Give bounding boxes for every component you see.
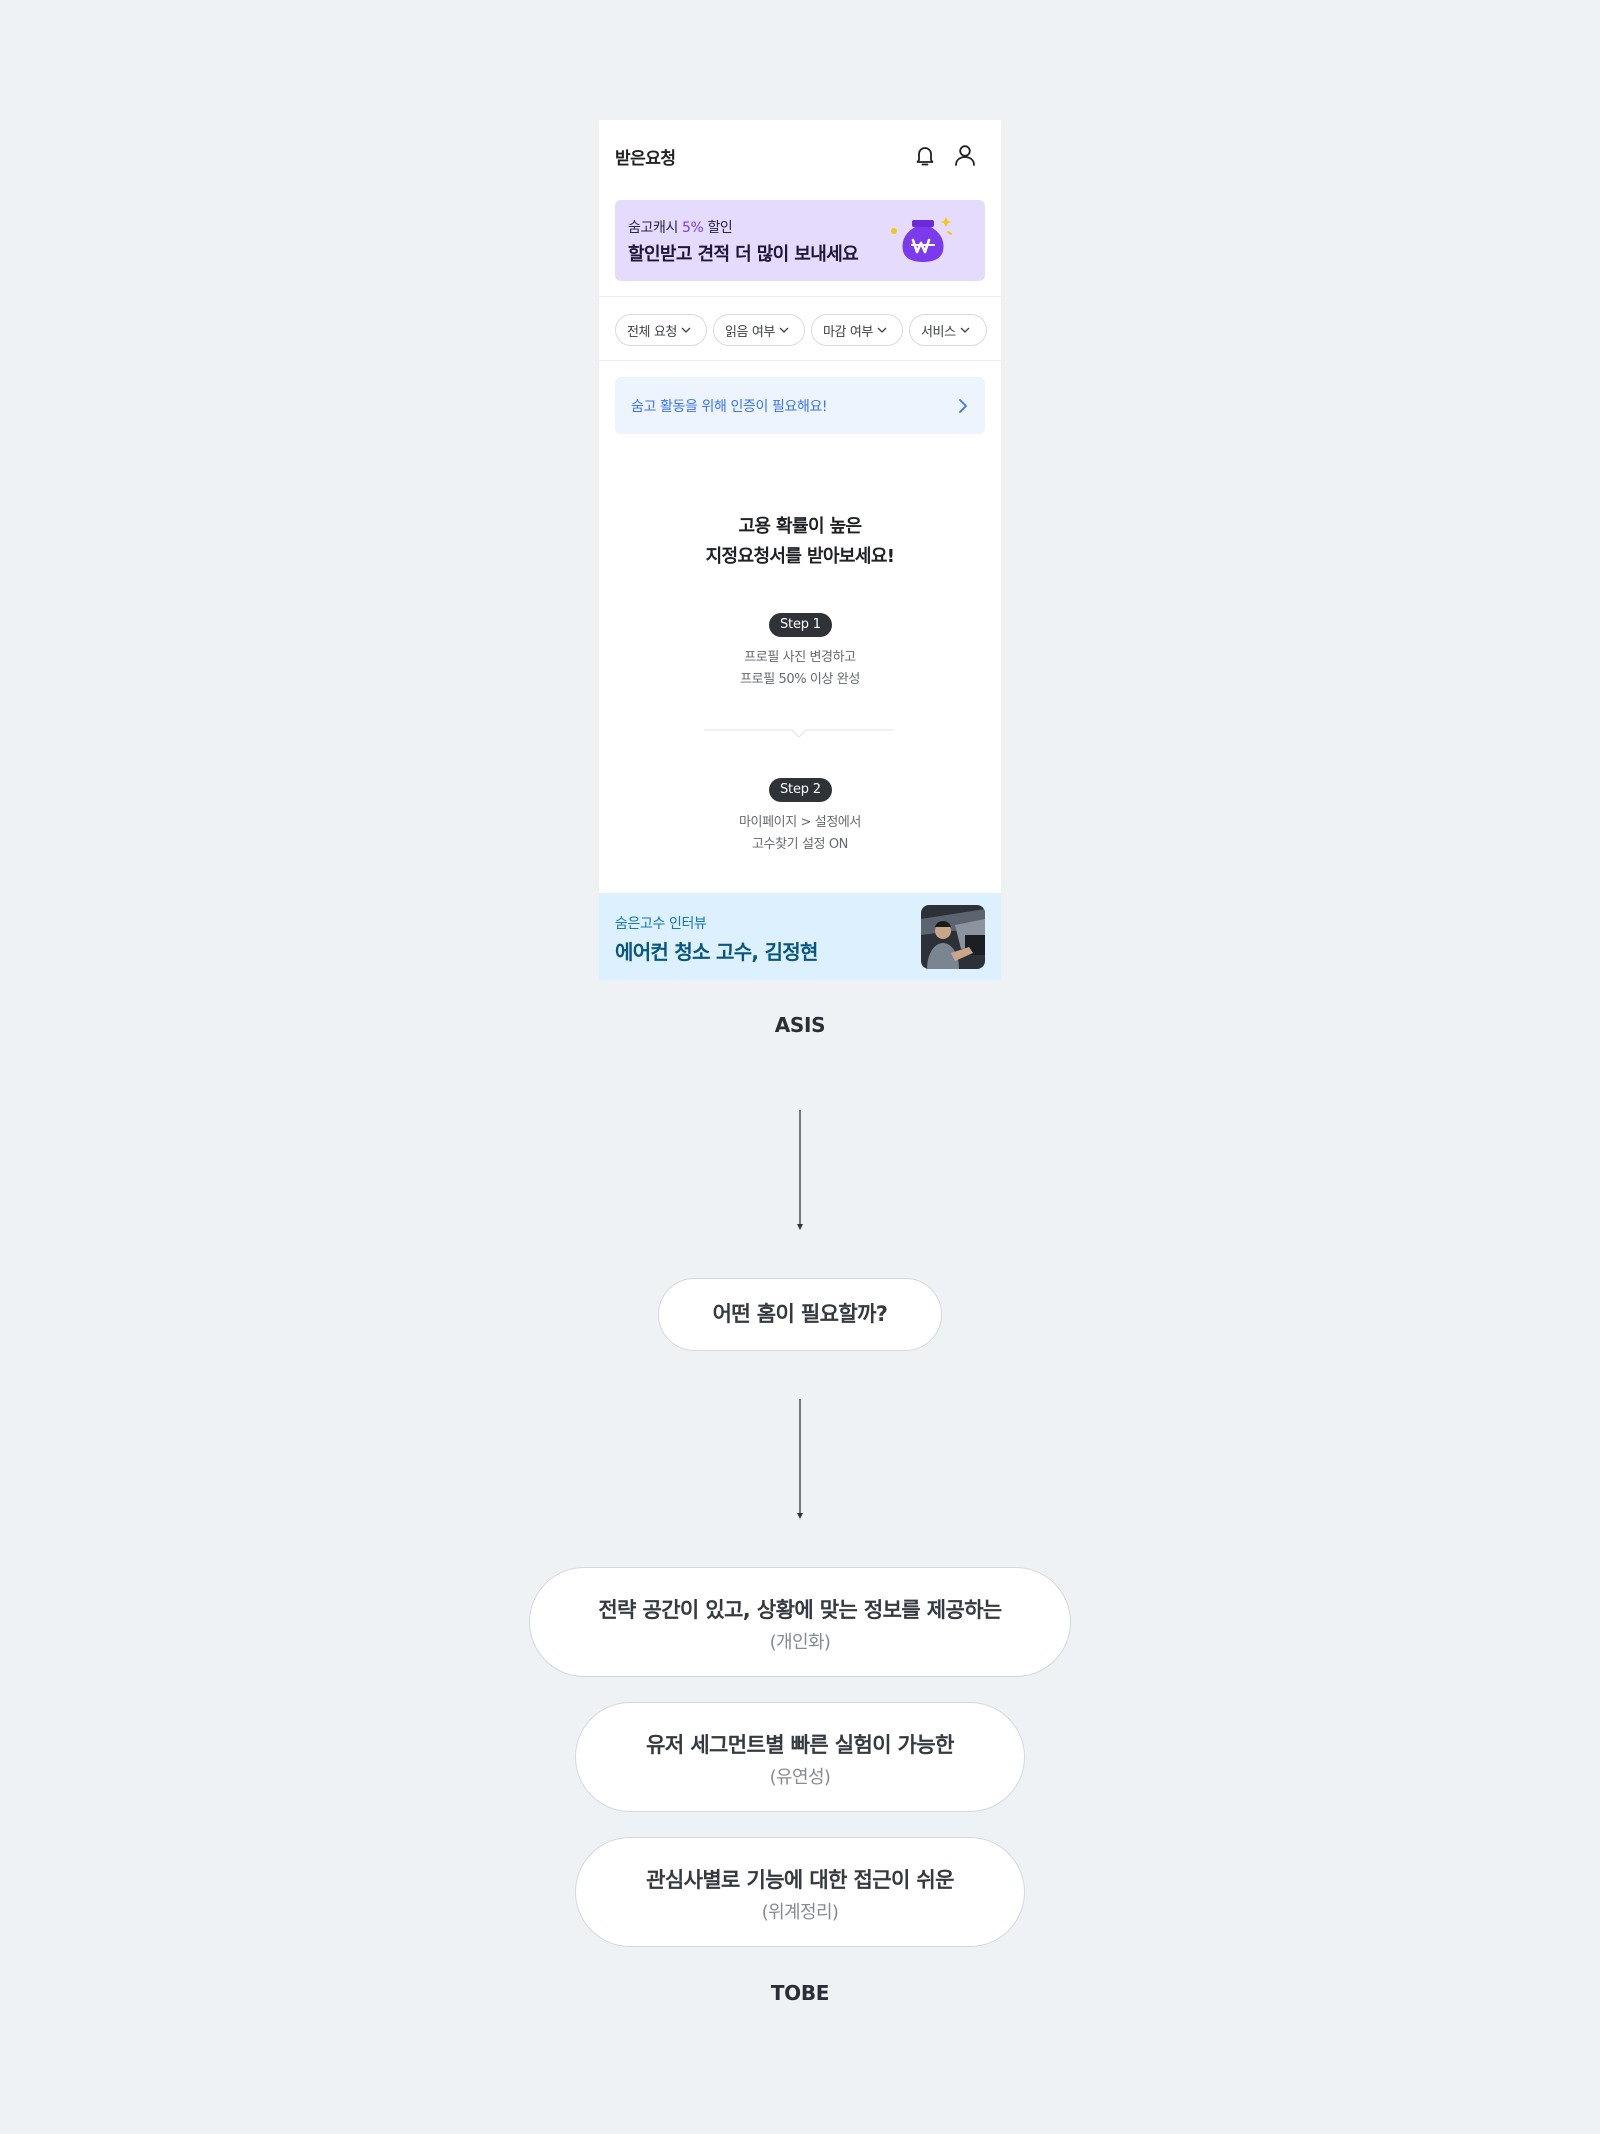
divider xyxy=(599,360,1001,361)
verification-notice[interactable]: 숨고 활동을 위해 인증이 필요해요! xyxy=(615,377,985,434)
question-node: 어떤 홈이 필요할까? xyxy=(658,1278,942,1351)
down-arrow-icon xyxy=(797,1110,803,1230)
step-1-line-2: 프로필 50% 이상 완성 xyxy=(740,672,860,687)
divider xyxy=(599,296,1001,297)
question-text: 어떤 홈이 필요할까? xyxy=(712,1302,888,1326)
down-arrow-icon xyxy=(797,1399,803,1519)
goal-main-text: 관심사별로 기능에 대한 접근이 쉬운 xyxy=(646,1868,954,1892)
promo-title: 할인받고 견적 더 많이 보내세요 xyxy=(628,244,859,265)
hero-heading: 고용 확률이 높은 지정요청서를 받아보세요! xyxy=(599,512,1001,572)
goal-sub-text: (개인화) xyxy=(769,1632,831,1653)
filter-all-requests[interactable]: 전체 요청 xyxy=(615,314,707,346)
money-bag-icon xyxy=(891,217,952,262)
interview-photo xyxy=(921,905,985,969)
interview-banner[interactable]: 숨은고수 인터뷰 에어컨 청소 고수, 김정현 xyxy=(599,893,1001,980)
step-2-line-2: 고수찾기 설정 ON xyxy=(752,837,848,852)
filter-read-status[interactable]: 읽음 여부 xyxy=(713,314,805,346)
goal-node-personalization: 전략 공간이 있고, 상황에 맞는 정보를 제공하는 (개인화) xyxy=(529,1567,1071,1677)
step-2-badge: Step 2 xyxy=(769,778,832,802)
bell-icon[interactable] xyxy=(911,141,939,169)
promo-subtitle: 숨고캐시 5% 할인 xyxy=(628,220,733,236)
notice-text: 숨고 활동을 위해 인증이 필요해요! xyxy=(631,399,828,415)
filter-label: 마감 여부 xyxy=(823,324,873,340)
cash-discount-banner[interactable]: 숨고캐시 5% 할인 할인받고 견적 더 많이 보내세요 xyxy=(615,200,985,281)
app-header: 받은요청 xyxy=(599,120,1001,190)
interview-subtitle: 숨은고수 인터뷰 xyxy=(615,916,707,932)
chevron-down-icon xyxy=(960,327,970,333)
hero-line-1: 고용 확률이 높은 xyxy=(738,516,862,537)
filter-label: 읽음 여부 xyxy=(725,324,775,340)
asis-phone-screen: 받은요청 숨고캐시 5% 할인 할인받고 견적 더 많이 보내세요 전체 요청 xyxy=(599,120,1001,980)
user-icon[interactable] xyxy=(951,141,979,169)
goal-main-text: 전략 공간이 있고, 상황에 맞는 정보를 제공하는 xyxy=(598,1598,1002,1622)
step-1-line-1: 프로필 사진 변경하고 xyxy=(744,650,856,665)
goal-sub-text: (유연성) xyxy=(769,1767,831,1788)
step-1-badge: Step 1 xyxy=(769,613,832,637)
goal-node-flexibility: 유저 세그먼트별 빠른 실험이 가능한 (유연성) xyxy=(575,1702,1025,1812)
chevron-down-icon xyxy=(681,327,691,333)
chevron-down-icon xyxy=(779,327,789,333)
step-2-description: 마이페이지 > 설정에서 고수찾기 설정 ON xyxy=(599,812,1001,856)
goal-sub-text: (위계정리) xyxy=(761,1902,839,1923)
filter-label: 전체 요청 xyxy=(627,324,677,340)
filter-service[interactable]: 서비스 xyxy=(909,314,987,346)
chevron-down-icon xyxy=(877,327,887,333)
goal-node-hierarchy: 관심사별로 기능에 대한 접근이 쉬운 (위계정리) xyxy=(575,1837,1025,1947)
interview-title: 에어컨 청소 고수, 김정현 xyxy=(615,940,818,964)
goal-main-text: 유저 세그먼트별 빠른 실험이 가능한 xyxy=(646,1733,954,1757)
asis-caption: ASIS xyxy=(774,1013,826,1037)
chevron-right-icon xyxy=(959,399,967,413)
step-2-line-1: 마이페이지 > 설정에서 xyxy=(739,815,861,830)
filter-label: 서비스 xyxy=(921,324,956,340)
hero-line-2: 지정요청서를 받아보세요! xyxy=(705,546,895,567)
filter-deadline[interactable]: 마감 여부 xyxy=(811,314,903,346)
page-title: 받은요청 xyxy=(615,149,676,169)
step-1-description: 프로필 사진 변경하고 프로필 50% 이상 완성 xyxy=(599,647,1001,691)
step-separator xyxy=(704,729,894,738)
tobe-caption: TOBE xyxy=(770,1981,830,2005)
filter-chip-row: 전체 요청 읽음 여부 마감 여부 서비스 xyxy=(615,314,1001,346)
